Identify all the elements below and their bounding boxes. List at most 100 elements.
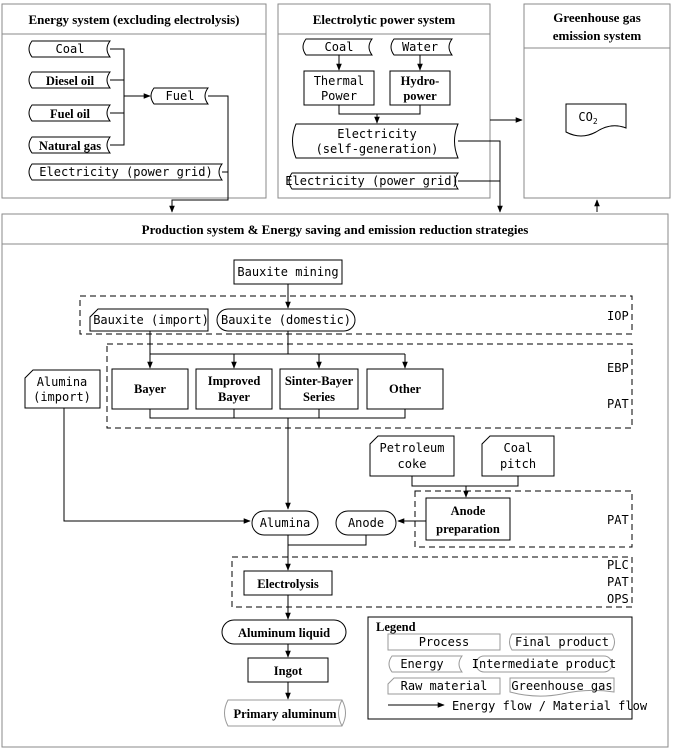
fuel-label: Fuel: [166, 89, 195, 103]
legend-final-product-swatch: [509, 633, 615, 651]
electrolytic-connectors: [336, 55, 600, 213]
legend-ghg-label: Greenhouse gas: [511, 679, 612, 693]
bauxite-domestic-label: Bauxite (domestic): [221, 313, 351, 327]
alumina-node: Alumina: [251, 510, 319, 536]
sinter-bayer-node: Sinter-Bayer Series: [279, 368, 359, 410]
alumina-label: Alumina: [260, 516, 311, 530]
pat-label-ebp: PAT: [607, 397, 629, 411]
ghg-title-line1: Greenhouse gas: [553, 10, 641, 25]
energy-natural-gas-node: Natural gas: [28, 136, 111, 154]
ghg-title-line2: emission system: [553, 28, 642, 43]
iop-label: IOP: [607, 309, 629, 323]
legend: Legend Process Final product Energy Inte…: [367, 616, 648, 720]
pat-label-electrolysis: PAT: [607, 575, 629, 589]
electrolytic-power-title: Electrolytic power system: [313, 12, 456, 27]
electrolysis-region: [231, 556, 633, 608]
electrolysis-label: Electrolysis: [257, 577, 319, 591]
electrolysis-node: Electrolysis: [243, 570, 333, 596]
energy-system-title: Energy system (excluding electrolysis): [29, 12, 240, 27]
self-generation-line1: Electricity: [337, 127, 416, 141]
coal-pitch-node: Coal pitch: [481, 435, 555, 477]
iop-region: [79, 295, 633, 335]
alumina-import-line2: (import): [33, 390, 91, 404]
co2-subscript: 2: [593, 117, 598, 126]
petroleum-coke-line2: coke: [398, 457, 427, 471]
energy-grid-electricity-node: Electricity (power grid): [28, 163, 223, 181]
ingot-label: Ingot: [274, 664, 303, 678]
legend-flow-label: Energy flow / Material flow: [452, 699, 648, 713]
electrolytic-grid-electricity-node: Electricity (power grid): [285, 172, 459, 190]
aluminum-liquid-label: Aluminum liquid: [238, 626, 330, 640]
self-generation-line2: (self-generation): [316, 142, 439, 156]
legend-energy-label: Energy: [400, 657, 443, 671]
energy-coal-node: Coal: [28, 40, 111, 58]
electrolytic-coal-label: Coal: [325, 40, 354, 54]
anode-prep-line2: preparation: [436, 522, 500, 536]
pat-label-anode: PAT: [607, 513, 629, 527]
bayer-process-node: Bayer: [111, 368, 189, 410]
co2-main: CO: [578, 110, 592, 124]
sinter-bayer-line1: Sinter-Bayer: [285, 374, 354, 388]
thermal-power-node: Thermal Power: [303, 70, 375, 106]
thermal-power-line1: Thermal: [314, 74, 365, 88]
energy-grid-label: Electricity (power grid): [39, 165, 212, 179]
energy-system-connectors: [110, 48, 229, 213]
electrolytic-water-node: Water: [390, 38, 453, 56]
thermal-power-line2: Power: [321, 89, 357, 103]
petroleum-coke-node: Petroleum coke: [369, 435, 455, 477]
fuel-node: Fuel: [150, 87, 209, 105]
improved-bayer-line2: Bayer: [218, 390, 250, 404]
ops-label: OPS: [607, 592, 629, 606]
bauxite-to-process-connectors: [147, 331, 408, 510]
energy-coal-label: Coal: [56, 42, 85, 56]
legend-ghg-swatch: [509, 677, 615, 697]
ghg-emission-panel: Greenhouse gas emission system: [523, 3, 671, 199]
primary-aluminum-node: Primary aluminum: [224, 699, 346, 727]
electrolytic-coal-node: Coal: [302, 38, 373, 56]
coal-pitch-line2: pitch: [500, 457, 536, 471]
electrolytic-grid-label: Electricity (power grid): [285, 174, 458, 188]
legend-process-label: Process: [419, 635, 470, 649]
energy-fuel-oil-label: Fuel oil: [50, 107, 90, 121]
bauxite-import-node: Bauxite (import): [89, 308, 209, 332]
legend-process-swatch: [387, 633, 501, 651]
co2-label: CO2: [578, 110, 597, 126]
anode-prep-line1: Anode: [451, 504, 486, 518]
production-title: Production system & Energy saving and em…: [142, 222, 529, 237]
legend-raw-material-swatch: [387, 677, 501, 695]
other-process-node: Other: [366, 368, 444, 410]
co2-node: CO2: [565, 103, 627, 137]
legend-intermediate-label: Intermediate product: [472, 657, 617, 671]
electrolytic-water-label: Water: [402, 40, 438, 54]
bauxite-mining-node: Bauxite mining: [233, 259, 343, 285]
hydropower-line1: Hydro-: [401, 74, 440, 88]
anode-node: Anode: [335, 510, 397, 536]
improved-bayer-line1: Improved: [208, 374, 261, 388]
ebp-pat-region: [106, 343, 633, 429]
hydropower-node: Hydro- power: [389, 70, 451, 106]
bauxite-domestic-node: Bauxite (domestic): [216, 308, 356, 332]
energy-diesel-label: Diesel oil: [46, 74, 95, 88]
anode-label: Anode: [348, 516, 384, 530]
coal-pitch-line1: Coal: [504, 441, 533, 455]
electrolytic-power-panel: Electrolytic power system: [277, 3, 491, 199]
anode-preparation-node: Anode preparation: [425, 497, 511, 541]
other-label: Other: [389, 382, 421, 396]
self-generation-electricity-node: Electricity (self-generation): [292, 123, 459, 159]
alumina-anode-connectors: [63, 408, 426, 571]
legend-final-product-label: Final product: [515, 635, 609, 649]
legend-energy-swatch: [388, 655, 463, 673]
legend-raw-material-label: Raw material: [401, 679, 488, 693]
bauxite-mining-label: Bauxite mining: [237, 265, 338, 279]
legend-title: Legend: [376, 620, 416, 634]
legend-intermediate-swatch: [475, 655, 613, 673]
hydropower-line2: power: [403, 89, 437, 103]
alumina-import-node: Alumina (import): [24, 369, 101, 409]
ebp-label: EBP: [607, 361, 629, 375]
petroleum-coke-line1: Petroleum: [379, 441, 444, 455]
primary-aluminum-label: Primary aluminum: [233, 707, 337, 721]
alumina-import-line1: Alumina: [37, 375, 88, 389]
anode-pat-region: [414, 490, 633, 548]
energy-fuel-oil-node: Fuel oil: [28, 104, 111, 122]
